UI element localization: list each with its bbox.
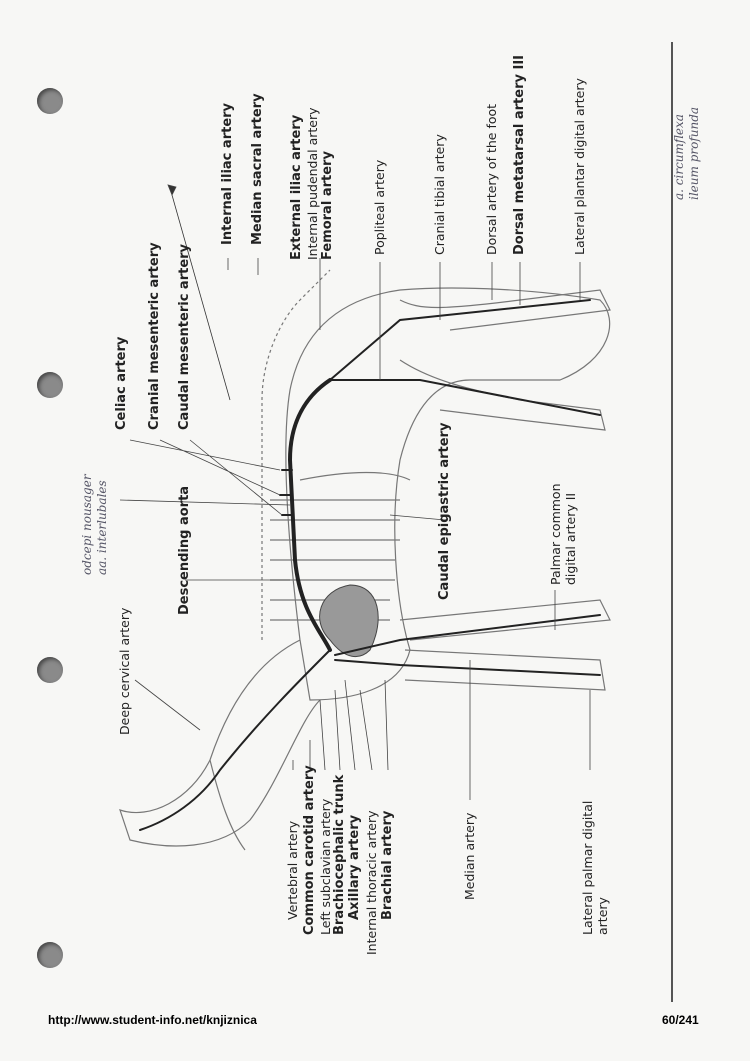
handwritten-note-top: a. circumflexa ileum profunda xyxy=(672,40,702,200)
label-external-iliac-artery: External iliac artery xyxy=(289,114,304,260)
punch-hole xyxy=(37,372,63,398)
label-internal-thoracic-artery: Internal thoracic artery xyxy=(364,810,379,955)
handwritten-note-middle: odcepi nousager aa. interlubales xyxy=(80,430,110,575)
note-line: ileum profunda xyxy=(687,106,701,200)
label-internal-pudendal-artery: Internal pudendal artery xyxy=(305,107,320,260)
label-dorsal-artery-of-foot: Dorsal artery of the foot xyxy=(484,103,499,255)
label-line: artery xyxy=(595,897,610,935)
label-internal-iliac-artery: Internal iliac artery xyxy=(220,102,235,245)
label-line: Palmar common xyxy=(548,483,563,585)
label-brachiocephalic-trunk: Brachiocephalic trunk xyxy=(332,774,347,935)
label-palmar-common-digital-artery-ii: Palmar common digital artery II xyxy=(548,455,578,585)
label-cranial-mesenteric-artery: Cranial mesenteric artery xyxy=(147,242,162,430)
punch-hole xyxy=(37,88,63,114)
note-line: aa. interlubales xyxy=(95,480,109,575)
label-median-sacral-artery: Median sacral artery xyxy=(250,93,265,245)
punch-hole xyxy=(37,942,63,968)
label-lateral-plantar-digital-artery: Lateral plantar digital artery xyxy=(572,78,587,255)
label-descending-aorta: Descending aorta xyxy=(177,485,192,615)
label-popliteal-artery: Popliteal artery xyxy=(372,159,387,255)
note-line: a. circumflexa xyxy=(672,114,686,200)
label-cranial-tibial-artery: Cranial tibial artery xyxy=(432,134,447,255)
label-left-subclavian-artery: Left subclavian artery xyxy=(318,798,333,935)
label-median-artery: Median artery xyxy=(462,812,477,900)
label-dorsal-metatarsal-artery-iii: Dorsal metatarsal artery III xyxy=(512,54,527,255)
label-brachial-artery: Brachial artery xyxy=(380,810,395,920)
label-deep-cervical-artery: Deep cervical artery xyxy=(117,607,132,735)
label-lateral-palmar-digital-artery: Lateral palmar digital artery xyxy=(580,790,610,935)
page-number: 60/241 xyxy=(662,1013,699,1027)
label-caudal-epigastric-artery: Caudal epigastric artery xyxy=(437,422,452,600)
note-line: odcepi nousager xyxy=(80,474,94,575)
label-line: digital artery II xyxy=(563,492,578,585)
label-vertebral-artery: Vertebral artery xyxy=(285,820,300,920)
punch-hole xyxy=(37,657,63,683)
label-common-carotid-artery: Common carotid artery xyxy=(302,765,317,935)
footer-url: http://www.student-info.net/knjiznica xyxy=(48,1013,257,1027)
label-axillary-artery: Axillary artery xyxy=(347,814,362,920)
label-caudal-mesenteric-artery: Caudal mesenteric artery xyxy=(177,243,192,430)
label-line: Lateral palmar digital xyxy=(580,800,595,935)
label-femoral-artery: Femoral artery xyxy=(320,151,335,260)
label-celiac-artery: Celiac artery xyxy=(114,336,129,430)
margin-rule xyxy=(671,42,673,1002)
